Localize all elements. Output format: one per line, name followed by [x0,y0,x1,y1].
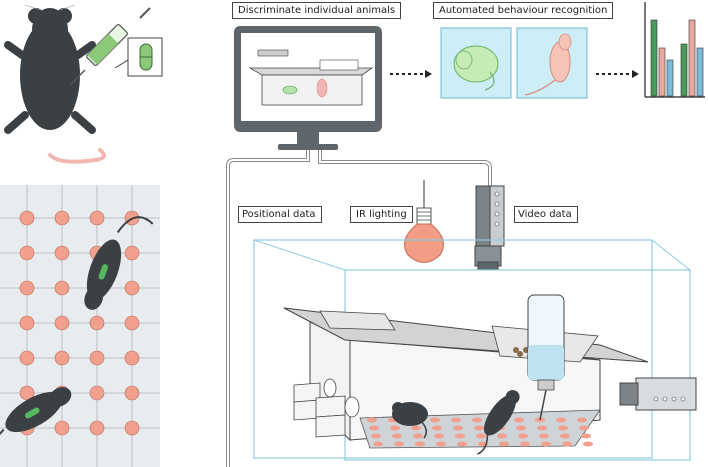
camera-icon [474,185,505,271]
floor-dot [541,441,551,447]
floor-dot [518,433,528,439]
automated-label: Automated behaviour recognition [433,2,614,19]
floor-dot [415,441,425,447]
grid-dot [19,245,35,261]
grid-dot [89,315,105,331]
bulb-icon [404,207,444,263]
grid-dot [54,350,70,366]
bar [650,19,658,97]
grid-mouse-upper [84,216,154,310]
cage-mouse-right [477,389,520,455]
floor-dot [560,433,570,439]
floor-dot [562,441,572,447]
grid-dot [89,350,105,366]
floor-dot [367,417,377,423]
floor-dot [369,425,379,431]
grid-dot [124,315,140,331]
monitor-icon [234,26,382,150]
floor-dot [373,441,383,447]
bar [688,19,696,97]
grid-dot [124,280,140,296]
grid-dot [89,385,105,401]
grid-dot [54,420,70,436]
bar [680,43,688,97]
grid-dot [19,350,35,366]
floor-dot [577,417,587,423]
grid-dot [19,280,35,296]
floor-dot [451,417,461,423]
floor-dot [411,425,421,431]
floor-dot [499,441,509,447]
floor-dot [579,425,589,431]
behaviour-panel-green [440,27,512,99]
floor-dot [581,433,591,439]
floor-dot [516,425,526,431]
grid-dot [54,245,70,261]
floor-dot [430,417,440,423]
floor-dot [413,433,423,439]
floor-dot [539,433,549,439]
video-label: Video data [514,206,578,223]
floor-dot [497,433,507,439]
floor-dot [476,433,486,439]
bar [658,47,666,97]
grid-dot [124,385,140,401]
grid-dot [124,245,140,261]
floor-dot [392,433,402,439]
floor-dot [434,433,444,439]
grid-dot [124,420,140,436]
discriminate-label: Discriminate individual animals [232,2,402,19]
syringe-icon [69,7,151,86]
bar [696,47,704,97]
floor-dot [474,425,484,431]
side-camera-icon [619,377,697,411]
grid-dot [89,210,105,226]
grid-dot [54,210,70,226]
capsule-icon [114,37,163,77]
mouse-injection-illustration [4,4,106,164]
floor-dot [558,425,568,431]
positional-label: Positional data [238,206,322,223]
behaviour-panel-pink [516,27,588,99]
floor-dot [390,425,400,431]
ir-label: IR lighting [350,206,413,223]
floor-dot [436,441,446,447]
floor-dot [537,425,547,431]
floor-dot [453,425,463,431]
grid-dot [19,315,35,331]
bar [666,59,674,97]
floor-dot [371,433,381,439]
cage-illustration [253,239,697,461]
grid-dot [54,315,70,331]
floor-dot [556,417,566,423]
floor-dot [583,441,593,447]
grid-dot [19,210,35,226]
grid-dot [54,280,70,296]
floor-dot [472,417,482,423]
floor-dot [394,441,404,447]
grid-dot [89,420,105,436]
water-bottle-icon [527,294,565,421]
floor-dot [432,425,442,431]
floor-dot [457,441,467,447]
grid-mouse-lower [0,387,72,441]
cage-mouse-left [392,402,428,439]
floor-dot [520,441,530,447]
floor-dot [514,417,524,423]
rfid-grid-panel [0,185,160,467]
behaviour-bar-chart [644,2,705,98]
grid-dot [124,350,140,366]
floor-dot [455,433,465,439]
